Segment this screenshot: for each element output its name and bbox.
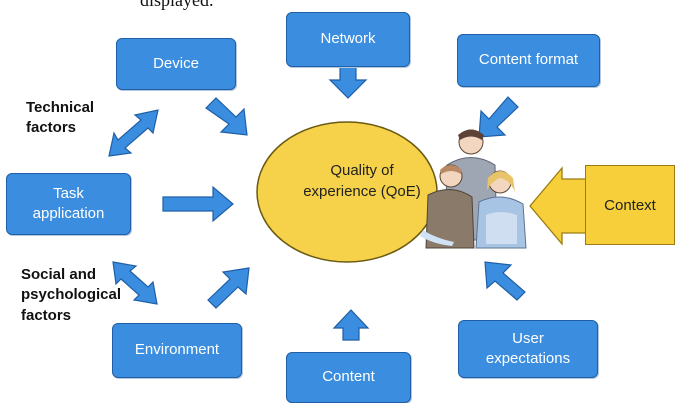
qoe-line2: experience (QoE) <box>303 183 421 200</box>
environment-label: Environment <box>134 341 220 359</box>
content-format-box: Content format <box>457 34 600 87</box>
context-label: Context <box>604 196 656 214</box>
user-label-line1: User <box>512 329 544 347</box>
device-box: Device <box>116 38 236 90</box>
task-label-line2: application <box>32 205 105 222</box>
arrow-content <box>332 309 370 341</box>
social-line3: factors <box>21 306 72 324</box>
social-line1: Social and <box>21 266 97 283</box>
technical-line1: Technical <box>26 99 95 116</box>
arrow-user-expectations <box>484 261 526 301</box>
network-box: Network <box>286 12 410 67</box>
arrow-environment <box>207 267 250 309</box>
task-label-line1: Task <box>53 184 84 202</box>
user-label-line2: expectations <box>485 350 571 367</box>
environment-box: Environment <box>112 323 242 378</box>
arrow-task <box>162 185 234 223</box>
people-clipart-icon <box>420 129 527 249</box>
technical-line2: factors <box>26 119 77 137</box>
caption-fragment: displayed. <box>140 0 214 10</box>
social-line2: psychological <box>21 286 122 304</box>
arrow-device <box>205 97 248 136</box>
technical-factors-label: Technical factors <box>26 98 94 139</box>
task-application-box: Task application <box>6 173 131 235</box>
context-box: Context <box>585 165 675 245</box>
network-label: Network <box>320 30 376 48</box>
content-label: Content <box>322 368 375 386</box>
social-psychological-factors-label: Social and psychological factors <box>21 265 121 326</box>
user-expectations-box: User expectations <box>458 320 598 378</box>
arrow-context <box>529 166 587 246</box>
arrow-social-factors <box>112 261 158 305</box>
qoe-line1: Quality of <box>330 162 394 179</box>
qoe-center-text: Quality of experience (QoE) <box>292 160 432 202</box>
content-format-label: Content format <box>478 51 579 69</box>
arrow-technical-factors <box>108 109 159 157</box>
arrow-content-format <box>478 96 519 138</box>
content-box: Content <box>286 352 411 403</box>
arrow-network <box>328 66 368 99</box>
device-label: Device <box>153 54 199 72</box>
